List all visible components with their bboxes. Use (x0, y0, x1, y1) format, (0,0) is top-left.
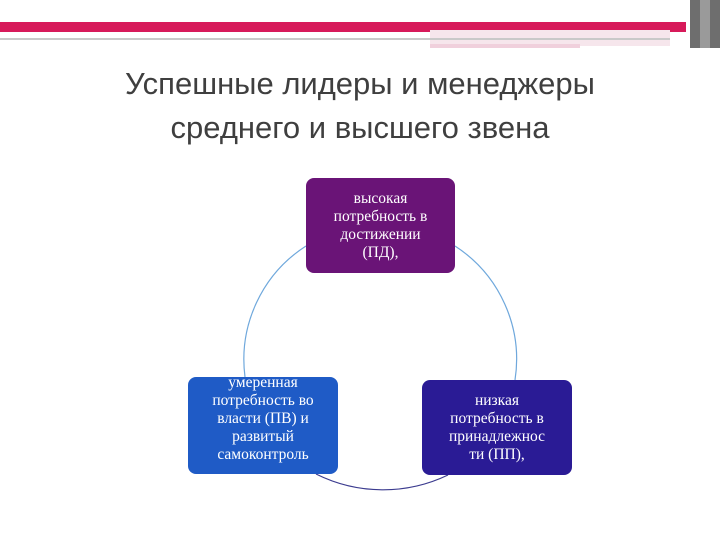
node-left-line: развитый (232, 428, 294, 445)
node-right-line: принадлежнос (448, 427, 546, 445)
node-right-line: ти (ПП), (469, 445, 525, 463)
node-left-line: власти (ПВ) и (217, 410, 309, 427)
header-accent-bar (430, 44, 580, 48)
slide-title-line-2: среднего и высшего звена (170, 110, 550, 145)
arc-left-to-top (243, 245, 307, 378)
node-top-line: высокая (353, 189, 408, 207)
slide-title-line-1: Успешные лидеры и менеджеры (125, 66, 595, 101)
header-divider (0, 38, 670, 40)
node-achievement-need: высокая потребность в достижении (ПД), (306, 178, 455, 273)
corner-frame-inner (700, 0, 710, 48)
node-top-line: достижении (340, 225, 421, 243)
node-left-line: умеренная (228, 377, 298, 391)
node-right-line: потребность в (450, 409, 544, 427)
node-top-line: потребность в (333, 207, 428, 225)
slide-title: Успешные лидеры и менеджеры среднего и в… (40, 62, 680, 150)
node-affiliation-need: низкая потребность в принадлежнос ти (ПП… (422, 380, 572, 475)
node-left-line: самоконтроль (217, 446, 309, 463)
node-top-line: (ПД), (362, 243, 399, 261)
arc-top-to-right (454, 245, 518, 381)
arc-right-to-left (315, 473, 449, 491)
node-power-need: умеренная потребность во власти (ПВ) и р… (188, 377, 338, 474)
slide-header-band (0, 0, 700, 22)
node-left-line: потребность во (212, 392, 314, 409)
header-accent-stripe (0, 22, 686, 32)
node-right-line: низкая (474, 391, 519, 409)
